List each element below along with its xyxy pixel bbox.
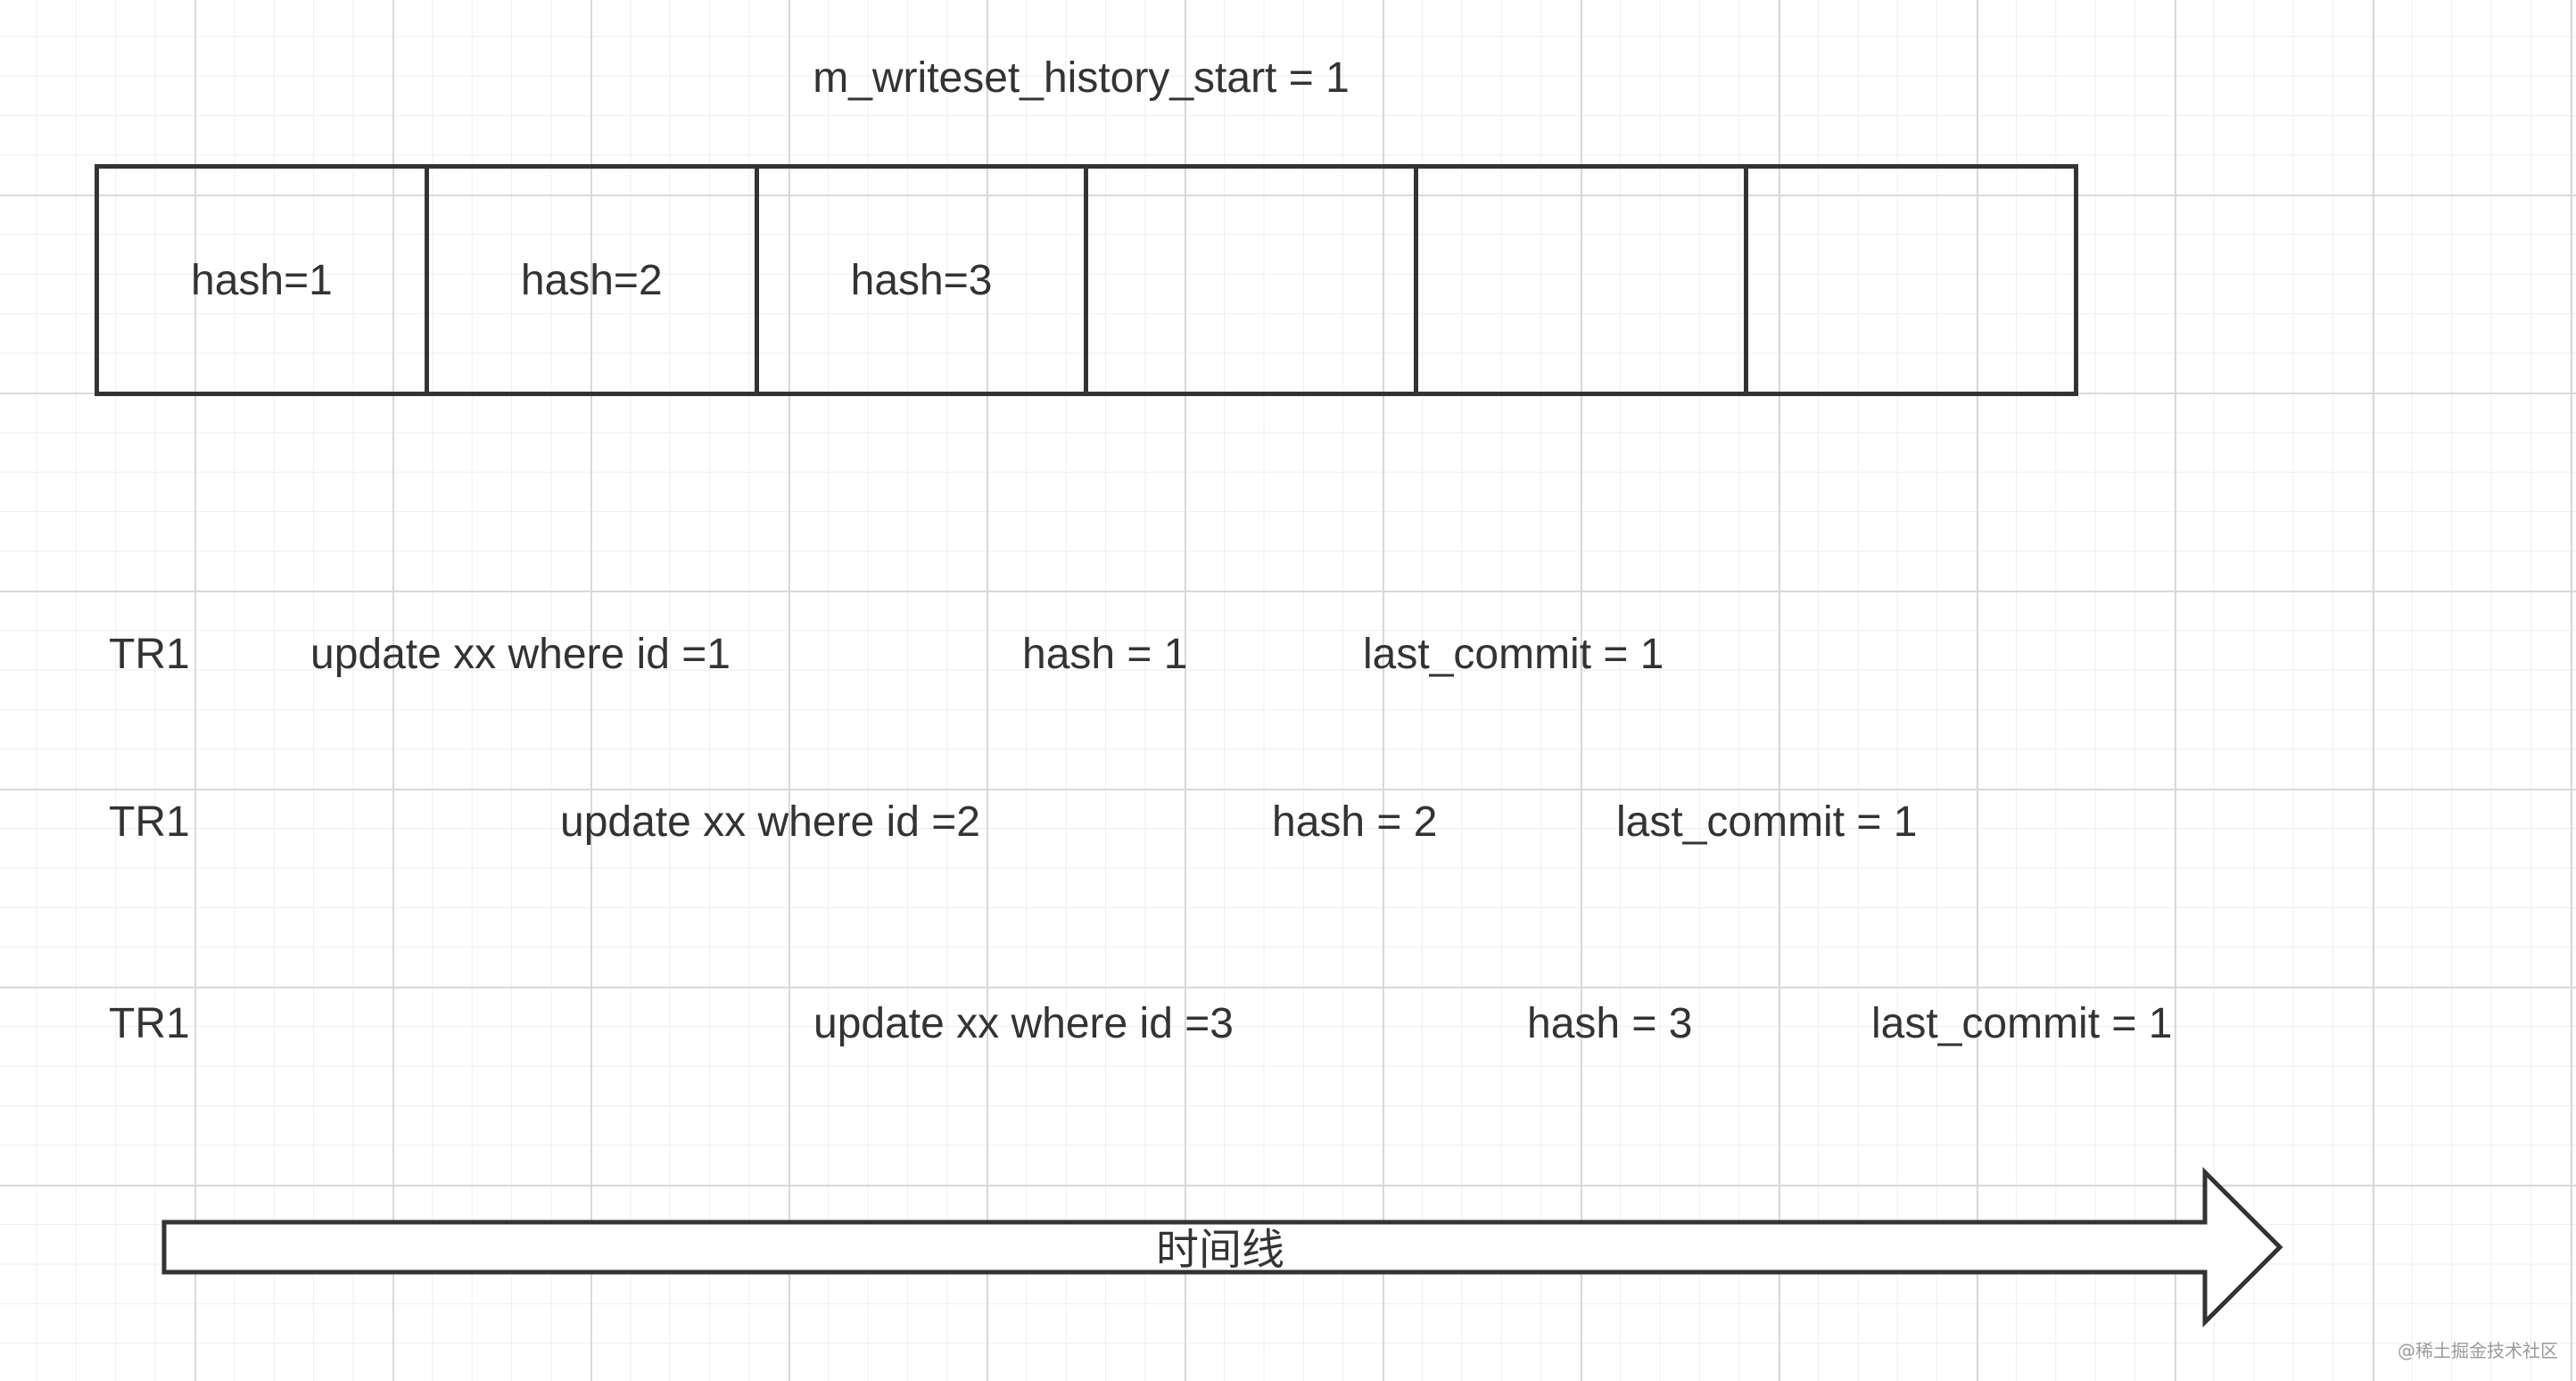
transaction-2-last-commit: last_commit = 1 <box>1616 798 1918 846</box>
transaction-3-last-commit: last_commit = 1 <box>1871 1000 2173 1047</box>
writeset-history-start-label: m_writeset_history_start = 1 <box>813 54 1350 102</box>
buffer-cell-2: hash=2 <box>424 169 755 392</box>
transaction-3-statement: update xx where id =3 <box>813 1000 1234 1047</box>
buffer-cell-5 <box>1414 169 1744 392</box>
transaction-1-statement: update xx where id =1 <box>310 631 731 678</box>
buffer-cell-4 <box>1084 169 1414 392</box>
transaction-1-name: TR1 <box>109 631 190 678</box>
transaction-3-name: TR1 <box>109 1000 190 1047</box>
transaction-3-hash: hash = 3 <box>1527 1000 1693 1047</box>
buffer-cell-6 <box>1744 169 2074 392</box>
transaction-1-last-commit: last_commit = 1 <box>1363 631 1664 678</box>
transaction-2-name: TR1 <box>109 798 190 846</box>
timeline-label: 时间线 <box>1155 1225 1285 1275</box>
writeset-history-buffer: hash=1 hash=2 hash=3 <box>95 164 2078 396</box>
watermark-text: @稀土掘金技术社区 <box>2398 1340 2558 1361</box>
transaction-2-statement: update xx where id =2 <box>560 798 980 846</box>
buffer-cell-3: hash=3 <box>754 169 1085 392</box>
transaction-2-hash: hash = 2 <box>1272 798 1438 846</box>
buffer-cell-1: hash=1 <box>191 256 333 304</box>
transaction-1-hash: hash = 1 <box>1022 631 1188 678</box>
